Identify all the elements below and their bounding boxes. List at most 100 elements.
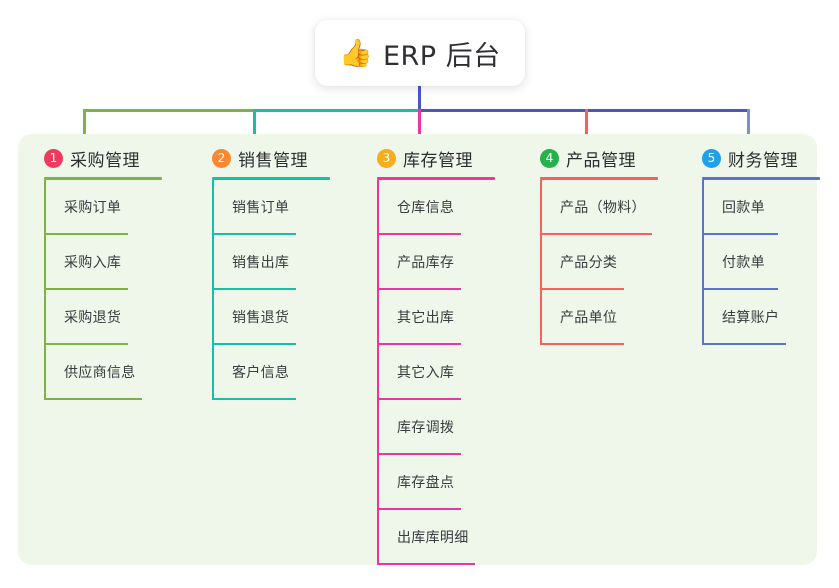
leaf-label: 销售退货 bbox=[232, 310, 290, 326]
leaf-label: 库存调拨 bbox=[397, 420, 455, 436]
leaf-spine bbox=[377, 180, 379, 235]
column-badge-4: 4 bbox=[540, 148, 559, 168]
leaf-item[interactable]: 采购退货 bbox=[44, 290, 162, 345]
column-badge-1: 1 bbox=[44, 148, 63, 168]
column-underline-2 bbox=[212, 177, 330, 180]
leaf-underline bbox=[702, 343, 786, 345]
leaf-label: 产品分类 bbox=[560, 255, 618, 271]
leaf-spine bbox=[212, 180, 214, 235]
leaf-label: 采购入库 bbox=[64, 255, 122, 271]
column-header-2[interactable]: 2 销售管理 bbox=[212, 145, 330, 171]
leaf-label: 回款单 bbox=[722, 200, 765, 216]
leaf-item[interactable]: 产品（物料） bbox=[540, 180, 658, 235]
column-4: 4 产品管理产品（物料） 产品分类产品单位 bbox=[540, 145, 658, 345]
bus-segment-2 bbox=[253, 109, 418, 112]
thumbs-up-icon: 👍 bbox=[339, 37, 373, 69]
column-underline-1 bbox=[44, 177, 162, 180]
leaf-spine bbox=[377, 455, 379, 510]
leaf-item[interactable]: 仓库信息 bbox=[377, 180, 495, 235]
leaf-spine bbox=[377, 235, 379, 290]
leaf-item[interactable]: 销售出库 bbox=[212, 235, 330, 290]
column-title-4: 产品管理 bbox=[566, 150, 636, 171]
leaf-label: 产品单位 bbox=[560, 310, 618, 326]
column-2: 2 销售管理销售订单销售出库销售退货客户信息 bbox=[212, 145, 330, 400]
leaf-item[interactable]: 销售退货 bbox=[212, 290, 330, 345]
leaf-label: 产品（物料） bbox=[560, 200, 646, 216]
column-stem-3 bbox=[418, 109, 421, 138]
leaf-item[interactable]: 出库库明细 bbox=[377, 510, 495, 565]
leaf-underline bbox=[377, 288, 461, 290]
leaf-label: 产品库存 bbox=[397, 255, 455, 271]
root-node[interactable]: 👍 ERP 后台 bbox=[315, 20, 525, 86]
leaf-list-3: 仓库信息产品库存其它出库其它入库库存调拨库存盘点出库库明细 bbox=[377, 180, 495, 565]
column-header-5[interactable]: 5 财务管理 bbox=[702, 145, 820, 171]
leaf-label: 供应商信息 bbox=[64, 365, 136, 381]
leaf-item[interactable]: 产品分类 bbox=[540, 235, 658, 290]
column-title-2: 销售管理 bbox=[238, 150, 308, 171]
root-stem-connector bbox=[418, 86, 421, 112]
leaf-item[interactable]: 供应商信息 bbox=[44, 345, 162, 400]
leaf-underline bbox=[377, 563, 475, 565]
leaf-list-5: 回款单付款单结算账户 bbox=[702, 180, 820, 345]
column-header-1[interactable]: 1 采购管理 bbox=[44, 145, 162, 171]
leaf-label: 库存盘点 bbox=[397, 475, 455, 491]
leaf-item[interactable]: 结算账户 bbox=[702, 290, 820, 345]
leaf-underline bbox=[702, 288, 778, 290]
column-title-3: 库存管理 bbox=[403, 150, 473, 171]
column-stem-2 bbox=[253, 109, 256, 138]
leaf-item[interactable]: 回款单 bbox=[702, 180, 820, 235]
leaf-label: 客户信息 bbox=[232, 365, 290, 381]
column-underline-4 bbox=[540, 177, 658, 180]
leaf-spine bbox=[212, 290, 214, 345]
leaf-item[interactable]: 其它入库 bbox=[377, 345, 495, 400]
leaf-item[interactable]: 产品库存 bbox=[377, 235, 495, 290]
leaf-item[interactable]: 其它出库 bbox=[377, 290, 495, 345]
leaf-underline bbox=[44, 398, 142, 400]
leaf-spine bbox=[702, 180, 704, 235]
leaf-label: 其它入库 bbox=[397, 365, 455, 381]
leaf-item[interactable]: 销售订单 bbox=[212, 180, 330, 235]
leaf-spine bbox=[540, 235, 542, 290]
leaf-spine bbox=[377, 290, 379, 345]
leaf-list-2: 销售订单销售出库销售退货客户信息 bbox=[212, 180, 330, 400]
leaf-underline bbox=[540, 233, 652, 235]
leaf-label: 付款单 bbox=[722, 255, 765, 271]
leaf-underline bbox=[377, 508, 461, 510]
leaf-item[interactable]: 产品单位 bbox=[540, 290, 658, 345]
leaf-label: 采购订单 bbox=[64, 200, 122, 216]
column-badge-5: 5 bbox=[702, 148, 721, 168]
root-title: ERP 后台 bbox=[382, 40, 501, 72]
leaf-underline bbox=[377, 343, 461, 345]
leaf-item[interactable]: 付款单 bbox=[702, 235, 820, 290]
leaf-underline bbox=[212, 343, 296, 345]
column-stem-4 bbox=[585, 109, 588, 138]
column-title-5: 财务管理 bbox=[728, 150, 798, 171]
leaf-spine bbox=[212, 235, 214, 290]
leaf-item[interactable]: 库存盘点 bbox=[377, 455, 495, 510]
leaf-underline bbox=[540, 343, 624, 345]
leaf-item[interactable]: 采购入库 bbox=[44, 235, 162, 290]
leaf-spine bbox=[702, 235, 704, 290]
leaf-list-4: 产品（物料） 产品分类产品单位 bbox=[540, 180, 658, 345]
leaf-underline bbox=[377, 398, 461, 400]
leaf-spine bbox=[377, 400, 379, 455]
leaf-underline bbox=[44, 343, 128, 345]
leaf-underline bbox=[44, 233, 128, 235]
leaf-list-1: 采购订单采购入库采购退货供应商信息 bbox=[44, 180, 162, 400]
leaf-spine bbox=[44, 180, 46, 235]
leaf-spine bbox=[44, 345, 46, 400]
column-1: 1 采购管理采购订单采购入库采购退货供应商信息 bbox=[44, 145, 162, 400]
column-badge-2: 2 bbox=[212, 148, 231, 168]
column-header-4[interactable]: 4 产品管理 bbox=[540, 145, 658, 171]
leaf-item[interactable]: 库存调拨 bbox=[377, 400, 495, 455]
leaf-spine bbox=[702, 290, 704, 345]
leaf-item[interactable]: 采购订单 bbox=[44, 180, 162, 235]
leaf-underline bbox=[44, 288, 128, 290]
leaf-item[interactable]: 客户信息 bbox=[212, 345, 330, 400]
column-title-1: 采购管理 bbox=[70, 150, 140, 171]
leaf-spine bbox=[44, 290, 46, 345]
column-stem-1 bbox=[83, 109, 86, 138]
leaf-underline bbox=[377, 453, 461, 455]
